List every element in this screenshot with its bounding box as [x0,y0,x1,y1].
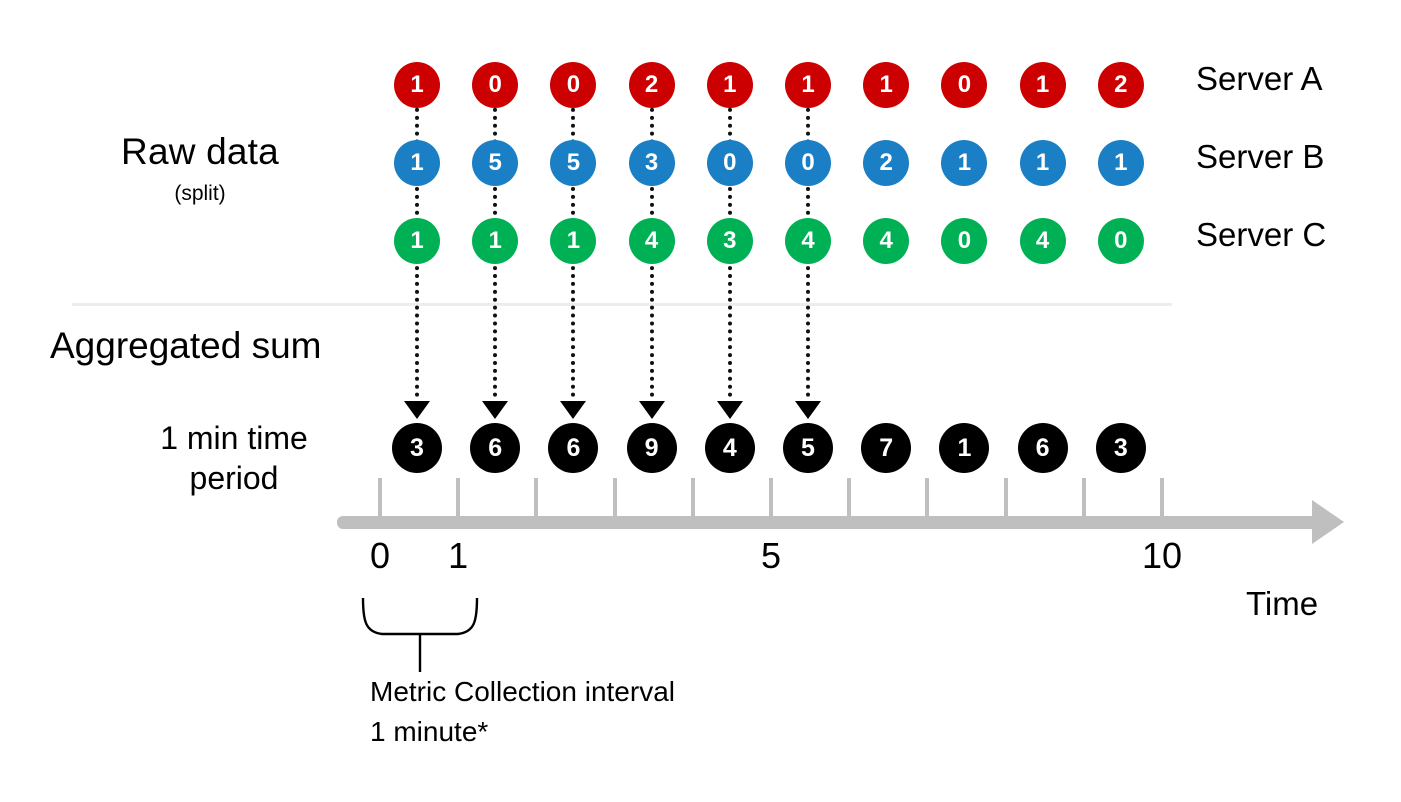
time-axis-label: Time [1246,585,1319,622]
aggregate-node: 6 [548,423,599,473]
axis-tick [925,478,930,520]
data-node: 4 [628,218,675,264]
interval-brace-icon [360,596,480,674]
axis-tick [769,478,773,520]
aggregated-sum-title: Aggregated sum [50,325,322,366]
raw-data-subtitle: (split) [174,182,226,205]
axis-tick [612,478,617,520]
axis-tick [690,478,695,520]
time-axis-line [337,516,1322,529]
data-node: 1 [785,62,831,108]
data-node: 4 [1019,218,1066,264]
data-node: 1 [394,218,440,264]
data-node: 0 [785,140,831,186]
data-node: 1 [941,140,988,186]
data-node: 2 [1097,62,1144,108]
aggregate-node: 3 [392,423,442,473]
data-node: 0 [472,62,519,108]
interval-caption: Metric Collection interval 1 minute* [370,676,675,747]
axis-tick-label: 1 [448,535,469,576]
data-node: 1 [1019,62,1066,108]
data-node: 4 [785,218,831,264]
data-node: 1 [472,218,519,264]
data-node: 1 [1019,140,1066,186]
aggregate-node: 1 [939,423,990,473]
time-axis-arrow-icon [1312,500,1344,544]
aggregate-node: 6 [1017,423,1068,473]
connector-arrow-icon [560,401,587,419]
axis-tick [456,478,461,520]
connector-arrow-icon [638,401,665,419]
time-period-label: 1 min time period [160,420,308,496]
data-node: 4 [863,218,910,264]
connector-arrow-icon [404,401,430,419]
data-node: 2 [863,140,910,186]
data-node: 2 [628,62,675,108]
axis-tick [1081,478,1086,520]
data-node: 0 [706,140,753,186]
data-node: 0 [1097,218,1144,264]
axis-tick-label: 5 [760,535,782,576]
data-node: 1 [706,62,753,108]
section-divider [72,303,1172,306]
aggregate-node: 6 [470,423,521,473]
axis-tick [378,478,382,520]
connector-arrow-icon [716,401,743,419]
aggregate-node: 3 [1095,423,1146,473]
data-node: 0 [941,218,988,264]
raw-data-title: Raw data [121,131,279,172]
connector-arrow-icon [795,401,821,419]
axis-tick [1003,478,1008,520]
data-node: 1 [394,62,440,108]
aggregate-node: 5 [783,423,833,473]
axis-tick-label: 10 [1141,535,1183,576]
data-node: 1 [394,140,440,186]
data-node: 1 [1097,140,1144,186]
data-node: 0 [941,62,988,108]
data-node: 1 [863,62,910,108]
data-node: 0 [550,62,597,108]
axis-tick [1160,478,1164,520]
axis-tick [847,478,852,520]
legend-label-server-a: Server A [1196,60,1323,97]
legend-label-server-b: Server B [1196,138,1325,175]
aggregate-node: 4 [704,423,755,473]
data-node: 5 [550,140,597,186]
data-node: 1 [550,218,597,264]
connector-arrow-icon [482,401,509,419]
data-node: 3 [706,218,753,264]
data-node: 3 [628,140,675,186]
axis-tick-label: 0 [369,535,391,576]
legend-label-server-c: Server C [1196,216,1327,253]
data-node: 5 [472,140,519,186]
aggregate-node: 9 [626,423,677,473]
aggregate-node: 7 [861,423,912,473]
axis-tick [534,478,539,520]
